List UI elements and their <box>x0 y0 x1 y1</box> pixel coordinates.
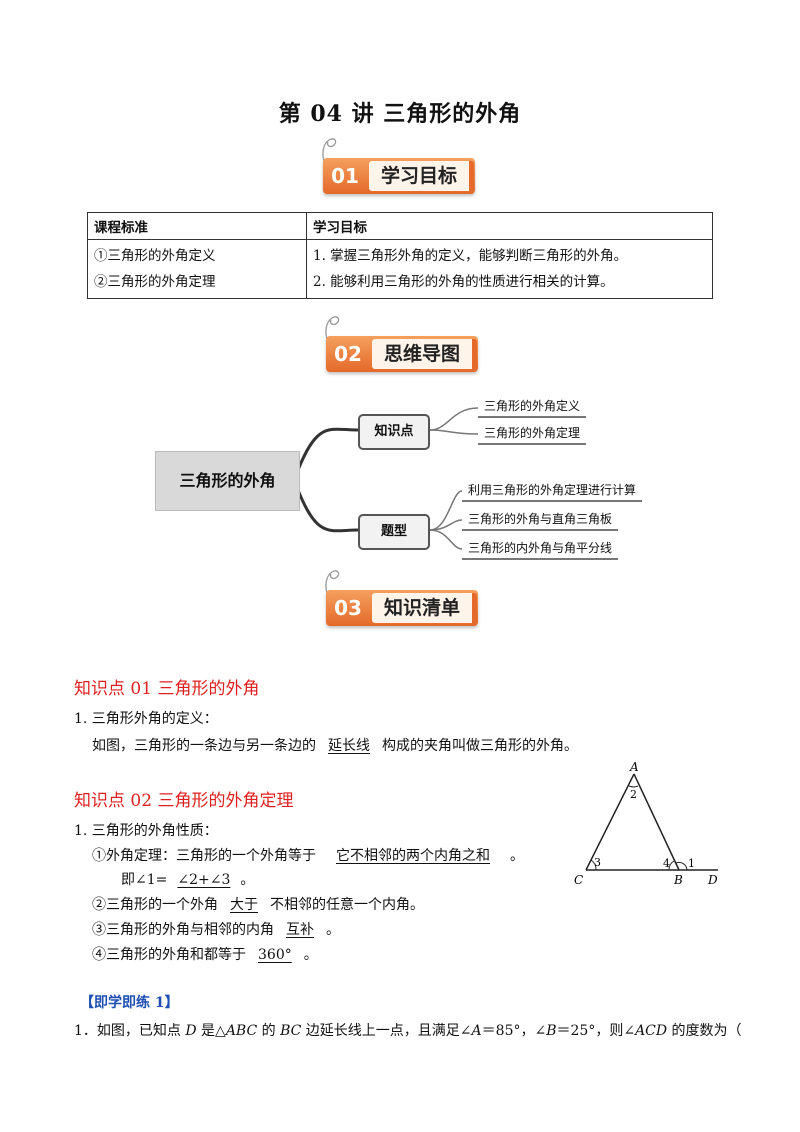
section-label: 知识清单 <box>372 593 478 623</box>
angle-label-4: 4 <box>663 857 670 870</box>
mindmap-leaf: 三角形的内外角与角平分线 <box>462 538 619 560</box>
mindmap-root: 三角形的外角 <box>155 451 300 511</box>
section-badge-01: 01 学习目标 <box>322 138 475 194</box>
kp2-item: 1. 三角形的外角性质： <box>74 823 218 839</box>
table-cell-standards: ①三角形的外角定义 ②三角形的外角定理 <box>87 239 307 299</box>
page-title: 第 04 讲 三角形的外角 <box>278 101 522 127</box>
section-label: 思维导图 <box>372 339 478 369</box>
objective-item: 1. 掌握三角形外角的定义，能够判断三角形的外角。 <box>313 248 628 264</box>
mindmap-branch-knowledge: 知识点 <box>358 414 430 450</box>
angle-label-3: 3 <box>594 856 601 869</box>
objective-item: 2. 能够利用三角形的外角的性质进行相关的计算。 <box>313 274 614 290</box>
kp1-item: 1. 三角形外角的定义： <box>74 711 218 727</box>
table-header-standard: 课程标准 <box>87 212 307 240</box>
kp2-line-4: ③三角形的外角与相邻的内角互补。 <box>92 922 340 938</box>
fill-blank: 互补 <box>286 922 314 938</box>
vertex-label-b: B <box>673 873 683 887</box>
kp2-line-3: ②三角形的一个外角大于不相邻的任意一个内角。 <box>92 897 424 913</box>
triangle-figure: A C B D 1 2 3 4 <box>574 760 718 887</box>
kp1-definition: 如图，三角形的一条边与另一条边的延长线构成的夹角叫做三角形的外角。 <box>92 738 578 754</box>
section-badge-02: 02 思维导图 <box>325 316 478 372</box>
vertex-label-d: D <box>707 873 718 887</box>
fill-blank: 360° <box>258 947 292 963</box>
vertex-label-a: A <box>629 760 639 774</box>
swirl-icon <box>322 138 337 165</box>
section-number: 02 <box>334 342 362 366</box>
swirl-icon <box>325 316 340 343</box>
section-badge-03: 03 知识清单 <box>325 570 478 626</box>
mindmap-leaf: 三角形的外角与直角三角板 <box>462 509 619 531</box>
mindmap-leaf: 三角形的外角定理 <box>478 423 587 445</box>
kp2-line-1: ①外角定理：三角形的一个外角等于它不相邻的两个内角之和。 <box>92 848 524 864</box>
angle-label-1: 1 <box>688 857 695 870</box>
fill-blank: ∠2+∠3 <box>177 872 231 888</box>
knowledge-point-01-heading: 知识点 01 三角形的外角 <box>74 679 260 699</box>
section-number: 01 <box>331 164 359 188</box>
kp2-line-2: 即∠1=∠2+∠3。 <box>121 872 255 888</box>
section-number: 03 <box>334 596 362 620</box>
standard-item: ②三角形的外角定理 <box>94 274 216 290</box>
goals-table: 课程标准 学习目标 ①三角形的外角定义 ②三角形的外角定理 1. 掌握三角形外角… <box>87 212 713 299</box>
vertex-label-c: C <box>574 873 583 887</box>
mindmap-connectors <box>296 407 479 550</box>
fill-blank: 延长线 <box>328 738 370 754</box>
standard-item: ①三角形的外角定义 <box>94 248 216 264</box>
mindmap-leaf: 三角形的外角定义 <box>478 396 587 418</box>
mindmap-branch-types: 题型 <box>358 514 430 550</box>
table-cell-objectives: 1. 掌握三角形外角的定义，能够判断三角形的外角。 2. 能够利用三角形的外角的… <box>306 239 713 299</box>
knowledge-point-02-heading: 知识点 02 三角形的外角定理 <box>74 791 294 811</box>
section-label: 学习目标 <box>369 161 475 191</box>
exercise-question: 1．如图，已知点 D 是△ABC 的 BC 边延长线上一点，且满足∠A＝85°，… <box>74 1023 742 1039</box>
exercise-title: 【即学即练 1】 <box>80 995 179 1011</box>
swirl-icon <box>325 570 340 597</box>
mindmap-leaf: 利用三角形的外角定理进行计算 <box>462 480 643 502</box>
angle-label-2: 2 <box>630 788 637 801</box>
fill-blank: 它不相邻的两个内角之和 <box>336 848 490 864</box>
fill-blank: 大于 <box>230 897 258 913</box>
